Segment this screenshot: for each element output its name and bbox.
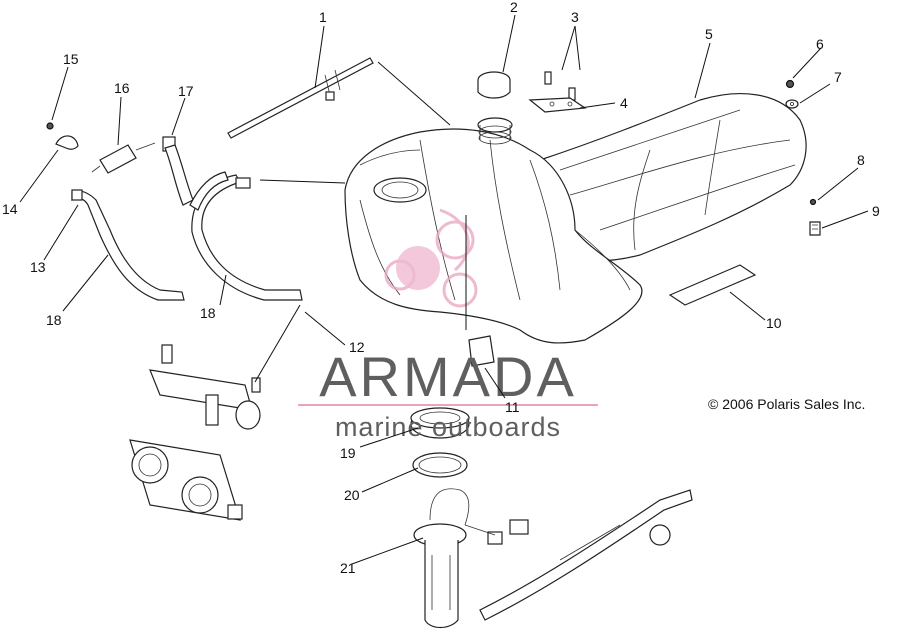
callout-18-middle: 18 [200, 305, 216, 321]
callout-1: 1 [319, 9, 327, 25]
callout-15: 15 [63, 51, 79, 67]
part-17-hose-segment [164, 144, 229, 211]
callout-2: 2 [510, 0, 518, 15]
leader-lines [19, 14, 869, 565]
callout-7: 7 [834, 69, 842, 85]
part-11-pad [468, 335, 495, 367]
callout-13: 13 [30, 259, 46, 275]
callout-6: 6 [816, 36, 824, 52]
callout-16: 16 [114, 80, 130, 96]
callout-19: 19 [340, 445, 356, 461]
callout-20: 20 [344, 487, 360, 503]
part-12-fuel-rail [149, 344, 261, 430]
callout-9: 9 [872, 203, 880, 219]
part-19-lock-ring [410, 407, 470, 439]
part-21-fuel-pump [413, 488, 693, 629]
part-14-clamp [55, 135, 79, 150]
copyright-notice: © 2006 Polaris Sales Inc. [708, 396, 865, 412]
callout-4: 4 [620, 95, 628, 111]
part-18-hose-middle [191, 174, 303, 301]
callout-14: 14 [2, 201, 18, 217]
part-13-18-hose-left [71, 189, 185, 301]
part-2-fuel-cap [477, 71, 511, 99]
part-16-fuel-filter [91, 142, 156, 174]
part-1-vent-rod [227, 57, 374, 139]
part-4-bracket [528, 97, 587, 113]
watermark-tagline: marine outboards [335, 412, 561, 442]
callout-21: 21 [340, 560, 356, 576]
watermark-brand: ARMADA [319, 345, 577, 408]
part-10-pad [668, 264, 757, 306]
watermark-logo-mark [384, 208, 478, 308]
armada-watermark: ARMADA marine outboards [298, 208, 598, 442]
callout-10: 10 [766, 315, 782, 331]
callout-12: 12 [349, 339, 365, 355]
callout-18-left: 18 [46, 312, 62, 328]
part-5-seat-panel [539, 93, 807, 262]
callout-11: 11 [505, 399, 520, 415]
part-3-screws [544, 71, 576, 101]
part-20-seal [412, 452, 468, 478]
part-6-7-fasteners [785, 79, 799, 109]
part-8-9-fasteners [809, 198, 821, 236]
callout-3: 3 [571, 9, 579, 25]
callout-5: 5 [705, 26, 713, 42]
callout-8: 8 [857, 152, 865, 168]
callout-numbers: 1 2 3 4 5 6 7 8 9 10 11 12 13 14 15 16 1… [2, 0, 880, 576]
callout-17: 17 [178, 83, 194, 99]
throttle-body [129, 439, 243, 521]
part-15-clip [46, 122, 54, 130]
